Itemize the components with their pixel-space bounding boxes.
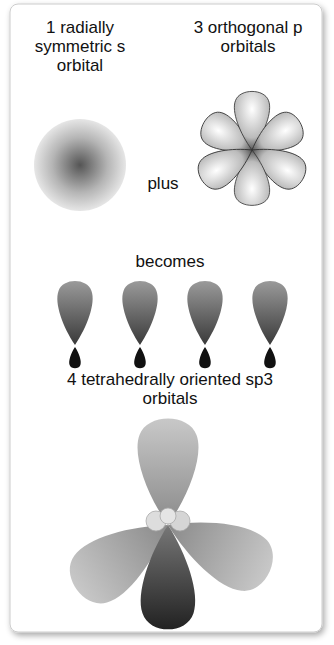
s-orbital-label: 1 radially symmetric s orbital bbox=[28, 18, 132, 75]
sp3-label: 4 tetrahedrally oriented sp3 orbitals bbox=[57, 370, 283, 408]
plus-label: plus bbox=[140, 174, 186, 193]
becomes-label: becomes bbox=[110, 252, 230, 271]
p-orbitals-label: 3 orthogonal p orbitals bbox=[188, 18, 308, 56]
